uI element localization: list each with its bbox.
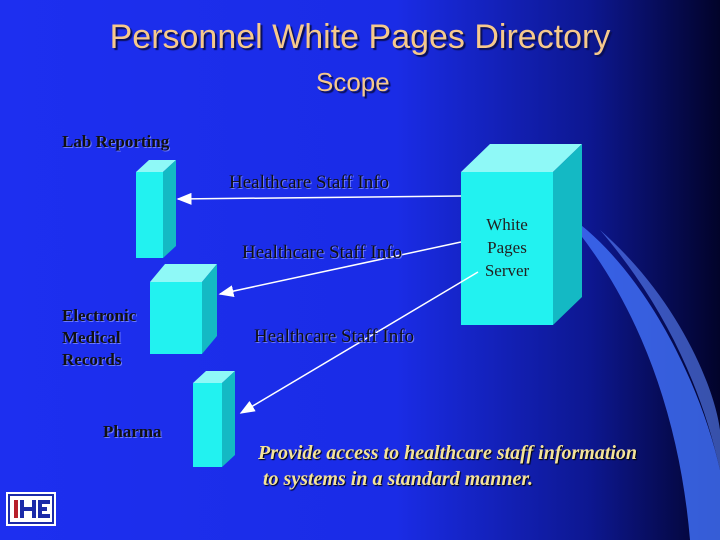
flow-label-emr: Healthcare Staff Info (242, 242, 403, 263)
caption-line1: Provide access to healthcare staff infor… (258, 442, 638, 464)
server-label-line2: Pages (487, 238, 527, 257)
lab-reporting-label: Lab Reporting (62, 132, 170, 151)
caption-line2: to systems in a standard manner. (258, 468, 534, 490)
slide-title: Personnel White Pages Directory (109, 18, 611, 56)
pharma-box (193, 371, 235, 467)
lab-reporting-box (136, 160, 176, 258)
emr-box (150, 264, 217, 354)
flow-label-lab: Healthcare Staff Info (229, 172, 390, 193)
scope-caption: Provide access to healthcare staff infor… (258, 440, 637, 492)
arrow-to-pharma (239, 271, 479, 414)
ihe-logo (6, 492, 56, 526)
white-pages-server-box (461, 144, 582, 325)
server-label-line1: White (486, 215, 528, 234)
emr-label: Electronic Medical Records (62, 305, 136, 371)
emr-label-line3: Records (62, 350, 122, 369)
slide-subtitle: Scope (316, 67, 390, 97)
arrow-to-lab (176, 192, 462, 205)
emr-label-line2: Medical (62, 328, 121, 347)
pharma-label: Pharma (103, 422, 162, 441)
server-label: White Pages Server (470, 213, 544, 282)
server-label-line3: Server (484, 261, 530, 280)
flow-label-pharma: Healthcare Staff Info (254, 326, 415, 347)
emr-label-line1: Electronic (62, 306, 137, 325)
arrow-to-emr (218, 241, 462, 298)
